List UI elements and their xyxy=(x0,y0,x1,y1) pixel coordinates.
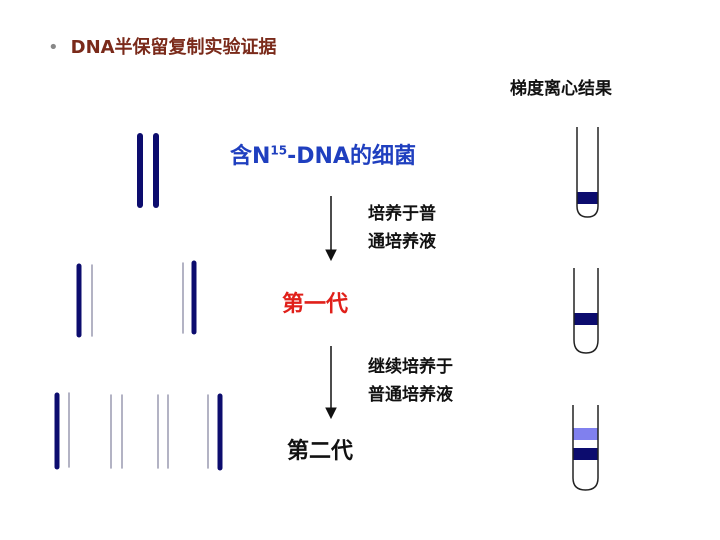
parent-prefix: 含N xyxy=(230,144,271,169)
step1-line1: 培养于普 xyxy=(368,204,436,224)
generation1-label: 第一代 xyxy=(282,292,349,317)
generation2-label: 第二代 xyxy=(287,439,354,464)
bullet-icon: • xyxy=(48,37,59,58)
test-tube-parent xyxy=(576,127,599,218)
slide-title: • DNA半保留复制实验证据 xyxy=(48,33,277,59)
test-tube-gen1 xyxy=(573,268,599,354)
test-tube-gen2 xyxy=(572,405,599,491)
parent-superscript: 15 xyxy=(270,143,288,158)
step2-line2: 普通培养液 xyxy=(368,385,453,405)
parent-label: 含N15-DNA的细菌 xyxy=(230,138,416,170)
step1-line2: 通培养液 xyxy=(368,232,436,252)
step2-line1: 继续培养于 xyxy=(368,357,453,377)
step2-label: 继续培养于普通培养液 xyxy=(368,353,453,409)
step1-label: 培养于普通培养液 xyxy=(368,200,436,256)
result-heading: 梯度离心结果 xyxy=(510,79,612,99)
title-text: DNA半保留复制实验证据 xyxy=(70,37,277,58)
arrow-down-icon xyxy=(325,346,337,420)
gen1-dna-strands xyxy=(76,260,197,338)
arrow-down-icon xyxy=(325,196,337,262)
parent-suffix: -DNA的细菌 xyxy=(287,144,416,169)
gen2-dna-strands xyxy=(54,392,223,471)
parent-dna-strands xyxy=(137,133,159,208)
